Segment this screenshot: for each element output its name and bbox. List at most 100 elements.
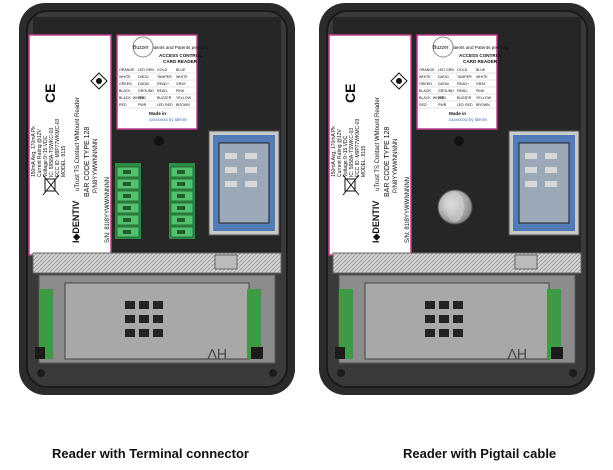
wire-table-cell: PINK [176,89,185,93]
wire-table-cell: LED GRN [438,68,454,72]
card-reader-text: CARD READER [163,59,198,64]
wire-table-cell: READ- [157,89,169,93]
product-name-text: uTrust TS Contact WMount Reader [375,97,381,191]
wire-table-cell: PINK [476,89,485,93]
wire-table-cell: READ+ [457,82,469,86]
card-slot-assembly: HV [32,252,282,364]
buzzer-label: Buzzer [133,45,149,51]
access-control-text: ACCESS CONTROL [159,53,202,58]
wire-table-cell: GRAY [476,82,487,86]
wire-table-cell: READ- [457,89,469,93]
wire-table-cell: WHITE [176,75,188,79]
made-in-country-text: xxxxxxxxx by Identiv [149,117,188,122]
wire-table-cell: YELLOW [176,96,192,100]
ce-mark: CE [42,84,58,103]
wire-table-cell: GOLD [457,68,468,72]
wire-table-cell: GREEN [419,82,432,86]
ic-text: IC: 5958A-TSWKC-03 [49,128,55,177]
model-text: MODEL: 8115 [361,145,367,177]
wire-table-cell: LED RED [457,103,473,107]
wire-table-cell: GROUND [438,89,454,93]
card-slot-assembly: HV [332,252,582,364]
brand-text: I◆DENTIV [371,201,381,243]
patents-text: Patents and Patents pending [149,45,208,50]
fcc-text: FCC ID: M9P77WKMC-03 [55,118,61,177]
buzzer-icon: Buzzer [132,36,154,58]
model-text: MODEL: 8115 [61,145,67,177]
connector-marking: HV [207,346,227,362]
wire-table-cell: PWR [438,103,447,107]
wire-table-cell: LED RED [157,103,173,107]
barcode-value-text: P/N8YYWWNNNNN [393,139,399,193]
voltage-text: Voltage:9~15 VDC [343,135,349,177]
wire-table-cell: BLACK WHITE [419,96,445,100]
card-reader-text: CARD READER [463,59,498,64]
ce-mark: CE [342,84,358,103]
made-in-text: Made in [149,111,166,116]
wire-table-cell: RED [119,103,127,107]
wire-table-cell: DATA1 [438,75,449,79]
terminal-block-right [169,163,195,239]
certification-mark-icon [90,72,108,90]
weee-bin-icon [342,174,360,196]
current-value-text: 150mA Avg, 170mA Pk [31,126,37,177]
product-label: I◆DENTIV uTrust TS Contact WMount Reader… [28,34,112,256]
fcc-text: FCC ID: M9P77WKMC-03 [355,118,361,177]
wire-table-cell: BLUE [476,68,486,72]
buzzer-icon: Buzzer [432,36,454,58]
wire-table-cell: DATA0 [438,82,449,86]
wire-table-cell: BLACK [419,89,431,93]
wire-table-cell: BLUE [176,68,186,72]
barcode-type-text: BAR CODE TYPE 128 [384,127,391,197]
ic-text: IC: 5958A-TSWKC-03 [349,128,355,177]
patents-text: Patents and Patents pending [449,45,508,50]
wire-table-cell: LED GRN [138,68,154,72]
serial-number-text: S/N: 81I8YYWWNNNNN [105,177,111,243]
product-label: I◆DENTIV uTrust TS Contact WMount Reader… [328,34,412,256]
wire-table-cell: PWR [138,103,147,107]
product-name-text: uTrust TS Contact WMount Reader [75,97,81,191]
wire-table-cell: ORANGE [119,68,135,72]
wire-color-label: Patents and Patents pending ACCESS CONTR… [416,34,508,130]
wire-table-cell: GOLD [157,68,168,72]
pigtail-cable-grommet [437,189,473,225]
wire-table-cell: BLACK WHITE [119,96,145,100]
barcode-value-text: P/N8YYWWNNNNN [93,139,99,193]
barcode-type-text: BAR CODE TYPE 128 [84,127,91,197]
terminal-connector-reader-image: I◆DENTIV uTrust TS Contact WMount Reader… [19,3,295,395]
voltage-text: Voltage:9~15 VDC [43,135,49,177]
terminal-block-left [115,163,141,239]
current-text: Current Rating @12V [37,128,43,177]
wire-color-label: Patents and Patents pending ACCESS CONTR… [116,34,208,130]
wire-table-cell: GND [138,96,146,100]
buzzer-label: Buzzer [433,45,449,51]
wire-table-cell: GND [438,96,446,100]
wire-table-cell: BUZZER [157,96,172,100]
sim-card-holder [508,130,580,236]
pigtail-cable-reader-image: I◆DENTIV uTrust TS Contact WMount Reader… [319,3,595,395]
wire-table-cell: WHITE [419,75,431,79]
caption-pigtail-cable: Reader with Pigtail cable [403,446,557,461]
wire-table-cell: BUZZER [457,96,472,100]
wire-table-cell: GREEN [119,82,132,86]
caption-terminal-connector: Reader with Terminal connector [52,446,249,461]
wire-table-cell: BROWN [476,103,490,107]
weee-bin-icon [42,174,60,196]
serial-number-text: S/N: 81I8YYWWNNNNN [405,177,411,243]
access-control-text: ACCESS CONTROL [459,53,502,58]
wire-table-cell: BROWN [176,103,190,107]
made-in-text: Made in [449,111,466,116]
connector-marking: HV [507,346,527,362]
wire-table-cell: DATA0 [138,82,149,86]
wire-table-cell: READ+ [157,82,169,86]
wire-table-cell: BLACK [119,89,131,93]
wire-table-cell: GROUND [138,89,154,93]
brand-text: I◆DENTIV [71,201,81,243]
wire-table-cell: WHITE [476,75,488,79]
wire-table-cell: YELLOW [476,96,492,100]
made-in-country-text: xxxxxxxxx by Identiv [449,117,488,122]
wire-table-cell: GRAY [176,82,187,86]
wire-table-cell: TAMPER [157,75,172,79]
wire-table-cell: DATA1 [138,75,149,79]
